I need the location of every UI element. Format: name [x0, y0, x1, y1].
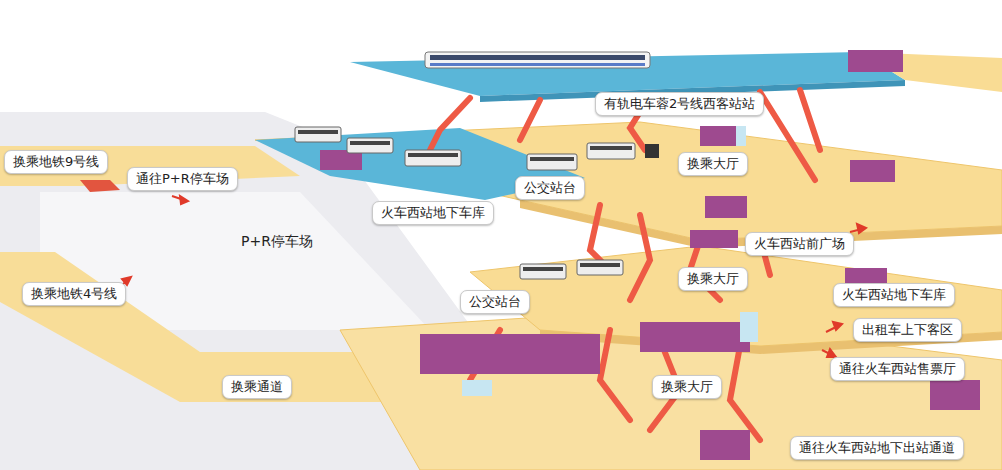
stair-mark [80, 180, 120, 192]
callout-box: 换乘通道 [222, 375, 292, 399]
callout-text: 有轨电车蓉2号线西客站站 [604, 96, 755, 112]
callout-box: 换乘地铁9号线 [4, 150, 108, 174]
callout-text: 换乘大厅 [687, 156, 739, 172]
callout-box: 通往火车西站地下出站通道 [790, 436, 964, 460]
callout-text: 换乘通道 [231, 379, 283, 395]
callout-box: 通往火车西站售票厅 [830, 357, 965, 381]
callout-text: 换乘大厅 [661, 379, 713, 395]
callout-box: 换乘地铁4号线 [22, 282, 126, 306]
callout-text: 通往P+R停车场 [136, 171, 229, 187]
support-columns [430, 90, 820, 440]
area-label: P+R停车场 [238, 232, 316, 251]
callout-text: 换乘地铁9号线 [13, 154, 99, 170]
corridor [0, 146, 300, 186]
floor-slab [340, 312, 1002, 470]
callout-text: 出租车上下客区 [862, 322, 953, 338]
tram [425, 52, 650, 68]
callout-text: 换乘地铁4号线 [31, 286, 117, 302]
callout-text: 火车西站前广场 [754, 236, 845, 252]
callout-text: 公交站台 [469, 294, 521, 310]
tram-deck [350, 52, 905, 96]
callout-text: 换乘大厅 [687, 271, 739, 287]
callout-text: 火车西站地下车库 [381, 205, 485, 221]
toilet-icon [645, 144, 659, 158]
callout-box: 换乘大厅 [678, 267, 748, 291]
glass-blocks [462, 126, 758, 396]
callout-box: 换乘大厅 [652, 375, 722, 399]
callout-box: 换乘大厅 [678, 152, 748, 176]
buses [295, 127, 635, 279]
callout-box: 火车西站前广场 [745, 232, 854, 256]
callout-box: 公交站台 [460, 290, 530, 314]
callout-box: 通往P+R停车场 [127, 167, 238, 191]
callout-box: 出租车上下客区 [853, 318, 962, 342]
callout-text: 通往火车西站售票厅 [839, 361, 956, 377]
direction-arrows [118, 196, 866, 357]
callout-text: 公交站台 [524, 180, 576, 196]
callout-box: 火车西站地下车库 [372, 201, 494, 225]
callout-text: 火车西站地下车库 [842, 287, 946, 303]
callout-box: 公交站台 [515, 176, 585, 200]
building-blocks [320, 50, 980, 460]
callout-box: 火车西站地下车库 [833, 283, 955, 307]
callout-box: 有轨电车蓉2号线西客站站 [595, 92, 764, 116]
bus-deck [255, 128, 585, 200]
callout-text: 通往火车西站地下出站通道 [799, 440, 955, 456]
floor-slab [255, 122, 1002, 240]
